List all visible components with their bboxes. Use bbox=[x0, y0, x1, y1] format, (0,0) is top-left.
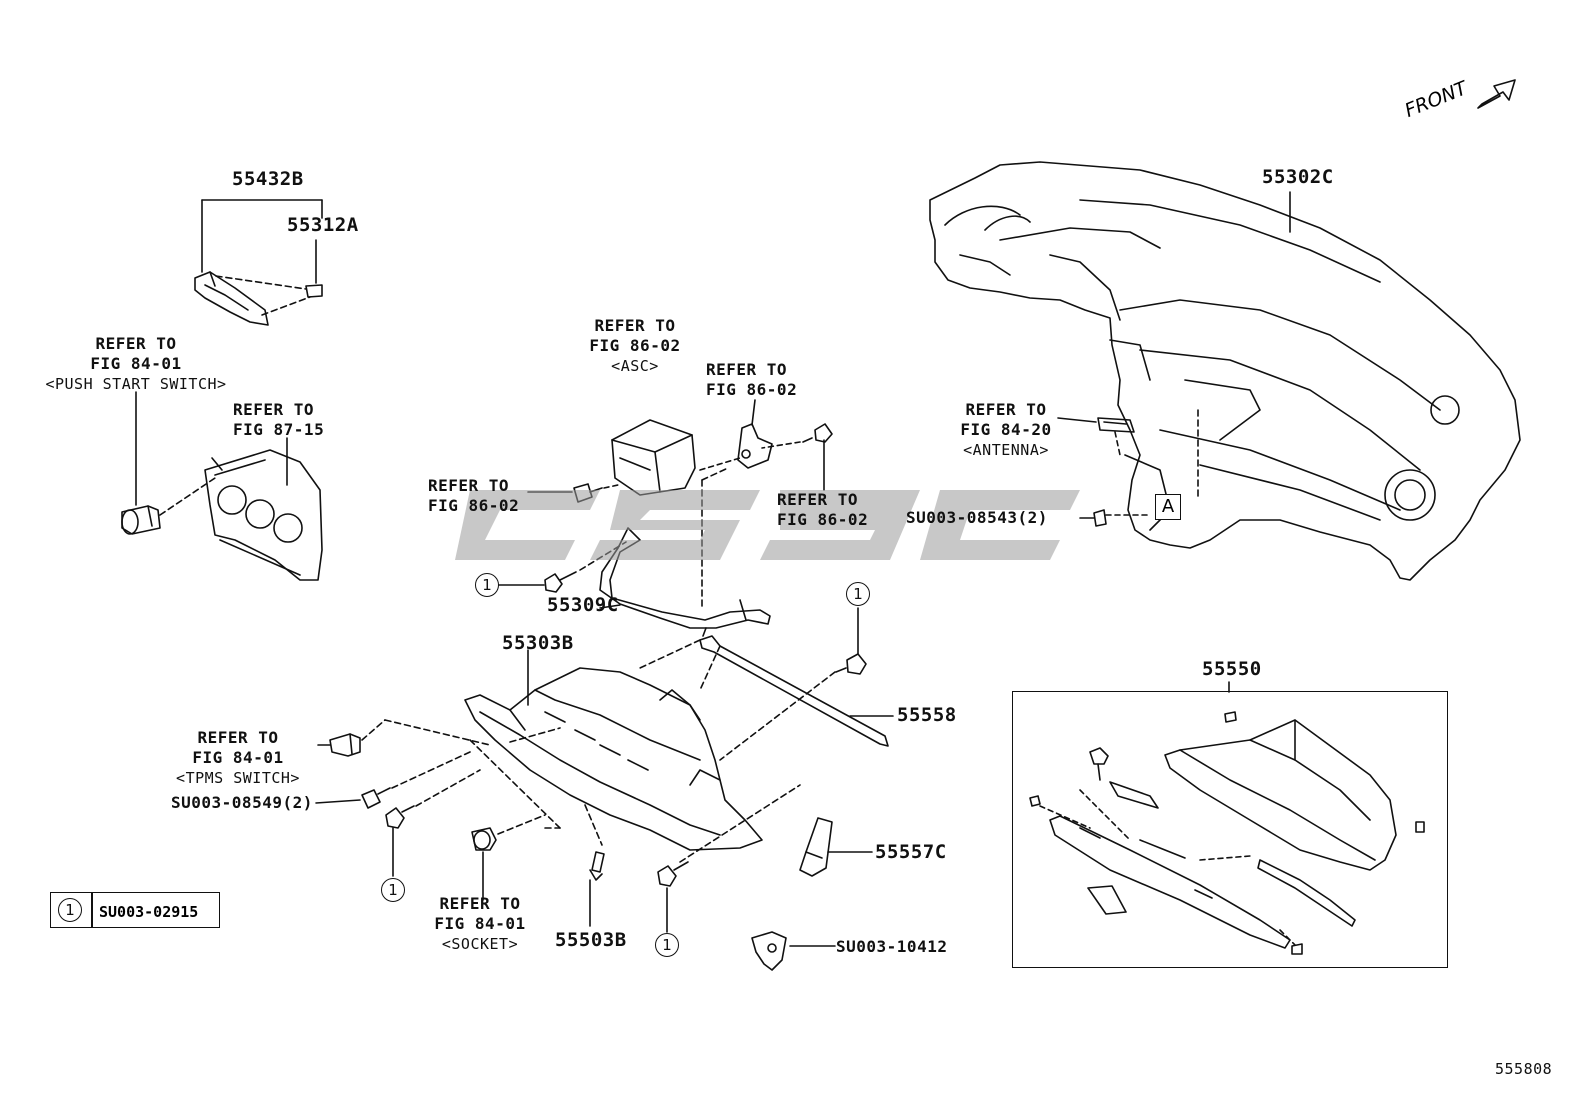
part-number-su003-08543[interactable]: SU003-08543(2) bbox=[906, 508, 1048, 527]
part-number-55550[interactable]: 55550 bbox=[1202, 658, 1262, 680]
antenna-icon bbox=[1097, 417, 1135, 433]
refer-line: FIG 86-02 bbox=[589, 336, 681, 355]
clip-icon bbox=[1093, 509, 1107, 527]
view-reference-box-a: A bbox=[1155, 494, 1181, 520]
dashboard-panel-icon bbox=[929, 161, 1521, 581]
refer-line: <ASC> bbox=[611, 357, 659, 375]
front-arrow-icon bbox=[1477, 79, 1516, 109]
part-number-su003-08549[interactable]: SU003-08549(2) bbox=[171, 793, 313, 812]
refer-fig-86-02-bolt-left[interactable]: REFER TO FIG 86-02 bbox=[428, 476, 528, 516]
clip-icon bbox=[751, 931, 787, 971]
refer-line: REFER TO bbox=[233, 400, 315, 419]
refer-line: FIG 84-01 bbox=[90, 354, 182, 373]
part-number-55309C[interactable]: 55309C bbox=[547, 594, 619, 616]
refer-line: REFER TO bbox=[706, 360, 788, 379]
refer-push-start-switch[interactable]: REFER TO FIG 84-01 <PUSH START SWITCH> bbox=[20, 334, 252, 394]
refer-line: <ANTENNA> bbox=[963, 441, 1049, 459]
hinge-cover-icon bbox=[799, 817, 833, 877]
part-number-55558[interactable]: 55558 bbox=[897, 704, 957, 726]
refer-line: REFER TO bbox=[965, 400, 1047, 419]
screw-icon bbox=[385, 805, 415, 829]
refer-line: REFER TO bbox=[197, 728, 279, 747]
support-rod-icon bbox=[699, 635, 889, 747]
screw-icon bbox=[361, 787, 391, 809]
refer-tpms-switch[interactable]: REFER TO FIG 84-01 <TPMS SWITCH> bbox=[158, 728, 318, 788]
glove-box-assembly-icon bbox=[1029, 711, 1425, 955]
callout-1: 1 bbox=[475, 573, 499, 597]
screw-icon bbox=[544, 571, 577, 593]
legend-part-number[interactable]: SU003-02915 bbox=[99, 903, 199, 921]
glovebox-bracket-icon bbox=[599, 527, 771, 629]
refer-antenna[interactable]: REFER TO FIG 84-20 <ANTENNA> bbox=[942, 400, 1070, 460]
refer-line: <SOCKET> bbox=[441, 935, 519, 953]
refer-line: REFER TO bbox=[428, 476, 510, 495]
legend-box: 1 SU003-02915 bbox=[50, 892, 220, 928]
refer-line: FIG 84-20 bbox=[960, 420, 1052, 439]
refer-fig-86-02-bolt-right[interactable]: REFER TO FIG 86-02 bbox=[777, 490, 877, 530]
refer-line: REFER TO bbox=[95, 334, 177, 353]
refer-line: FIG 86-02 bbox=[706, 380, 798, 399]
refer-fig-87-15[interactable]: REFER TO FIG 87-15 bbox=[233, 400, 333, 440]
push-start-switch-icon bbox=[121, 505, 161, 535]
part-number-55557C[interactable]: 55557C bbox=[875, 841, 947, 863]
refer-line: REFER TO bbox=[777, 490, 859, 509]
screw-icon bbox=[657, 861, 689, 887]
callout-1: 1 bbox=[846, 582, 870, 606]
bolt-icon bbox=[802, 423, 833, 443]
part-number-55302C[interactable]: 55302C bbox=[1262, 166, 1334, 188]
part-number-su003-10412[interactable]: SU003-10412 bbox=[836, 937, 948, 956]
refer-line: FIG 86-02 bbox=[428, 496, 520, 515]
callout-1: 1 bbox=[655, 933, 679, 957]
pin-icon bbox=[589, 851, 605, 881]
refer-line: FIG 84-01 bbox=[192, 748, 284, 767]
part-number-55303B[interactable]: 55303B bbox=[502, 632, 574, 654]
asc-module-icon bbox=[611, 419, 696, 496]
glove-box-icon bbox=[464, 667, 763, 851]
refer-fig-86-02-bracket[interactable]: REFER TO FIG 86-02 bbox=[706, 360, 806, 400]
mount-bracket-icon bbox=[737, 423, 773, 469]
inset-box-55550 bbox=[1012, 691, 1448, 968]
refer-line: FIG 84-01 bbox=[434, 914, 526, 933]
refer-asc[interactable]: REFER TO FIG 86-02 <ASC> bbox=[584, 316, 686, 376]
figure-number: 555808 bbox=[1495, 1060, 1553, 1078]
refer-line: REFER TO bbox=[594, 316, 676, 335]
legend-symbol: 1 bbox=[58, 898, 82, 922]
switch-panel-bracket-icon bbox=[194, 271, 269, 326]
legend-divider bbox=[91, 893, 93, 927]
part-number-55503B[interactable]: 55503B bbox=[555, 929, 627, 951]
refer-line: FIG 87-15 bbox=[233, 420, 325, 439]
refer-socket[interactable]: REFER TO FIG 84-01 <SOCKET> bbox=[425, 894, 535, 954]
part-number-55432B[interactable]: 55432B bbox=[232, 168, 304, 190]
refer-line: FIG 86-02 bbox=[777, 510, 869, 529]
refer-line: <PUSH START SWITCH> bbox=[45, 375, 227, 393]
bolt-icon bbox=[835, 653, 867, 675]
trim-clip-icon bbox=[305, 284, 323, 298]
socket-icon bbox=[471, 827, 497, 851]
tpms-switch-icon bbox=[329, 733, 361, 757]
refer-line: REFER TO bbox=[439, 894, 521, 913]
climate-control-panel-icon bbox=[204, 449, 323, 581]
callout-1: 1 bbox=[381, 878, 405, 902]
part-number-55312A[interactable]: 55312A bbox=[287, 214, 359, 236]
refer-line: <TPMS SWITCH> bbox=[176, 769, 300, 787]
